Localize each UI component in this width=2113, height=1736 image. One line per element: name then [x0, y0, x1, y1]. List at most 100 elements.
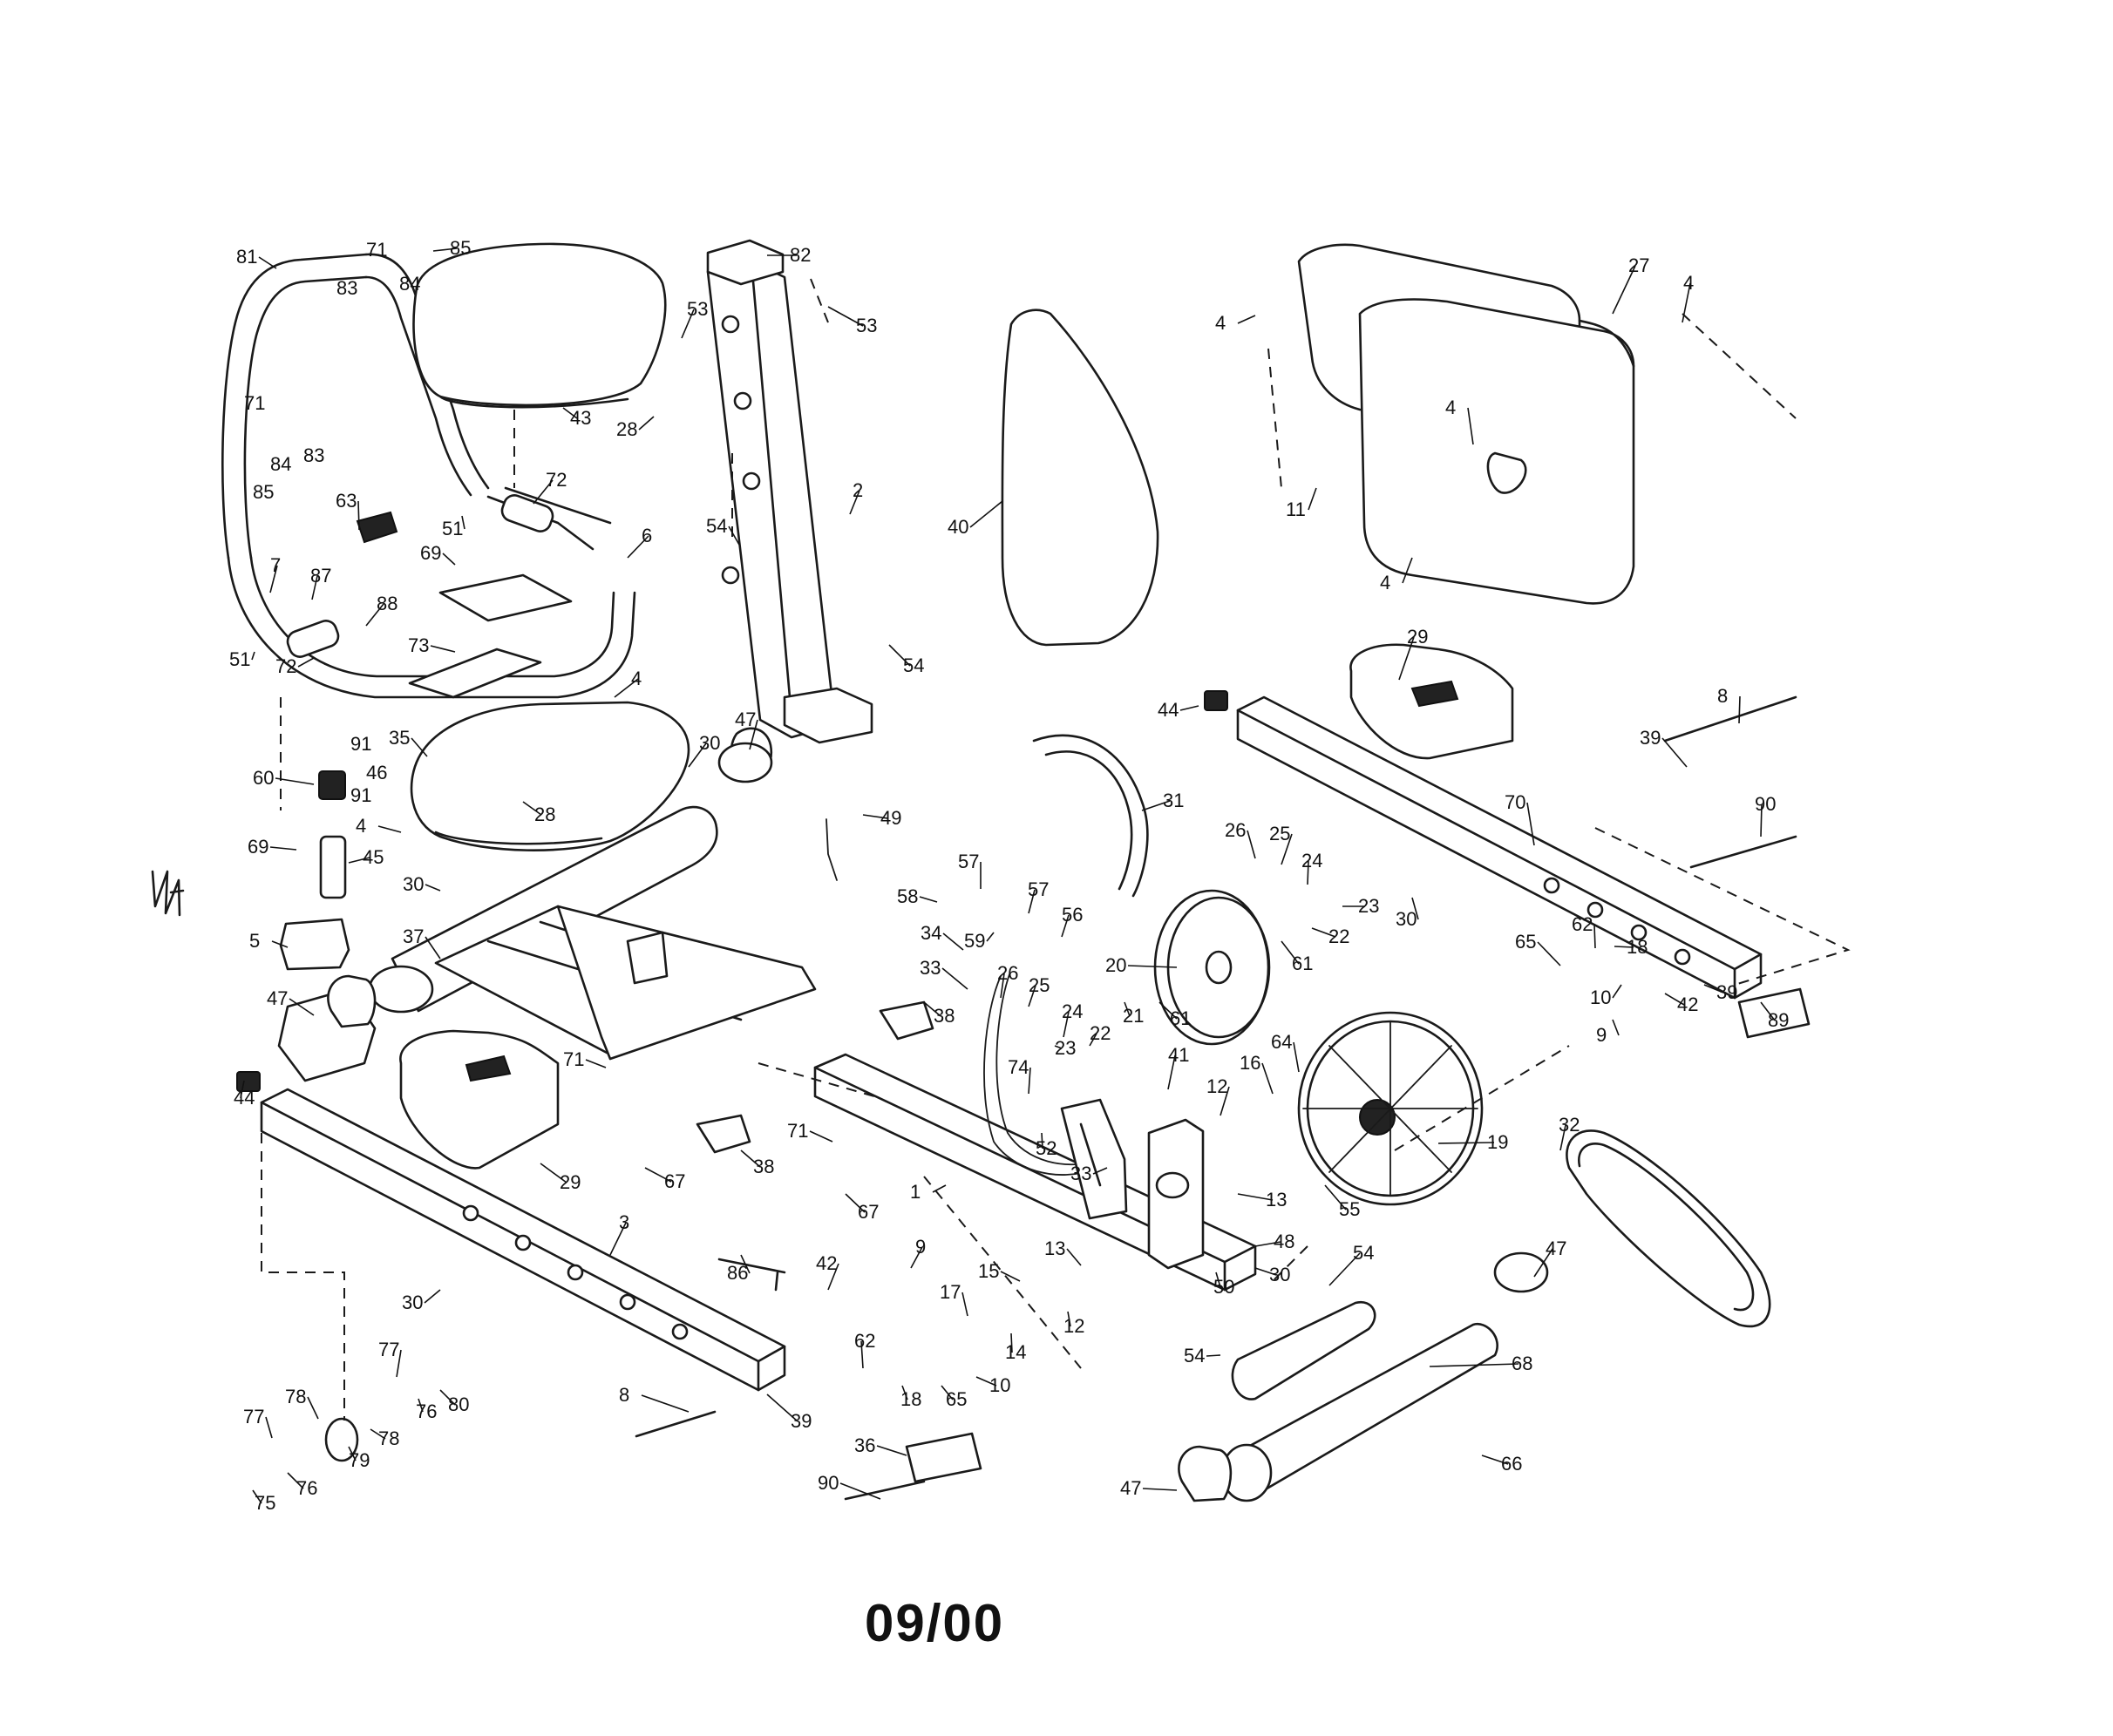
callout-leader-30 — [424, 1289, 441, 1304]
callout-leader-54 — [1328, 1252, 1361, 1286]
brake-strap — [1032, 734, 1149, 898]
part-callout-47: 47 — [1120, 1477, 1141, 1499]
part-callout-25: 25 — [1269, 823, 1290, 844]
part-callout-9: 9 — [1596, 1024, 1607, 1046]
callout-leader-61 — [1281, 940, 1300, 965]
callout-leader-71 — [585, 1059, 607, 1068]
callout-leader-39 — [1661, 737, 1688, 768]
callout-leader-18 — [1614, 946, 1634, 948]
callout-leader-81 — [258, 256, 277, 269]
console-cover — [1297, 243, 1635, 605]
callout-leader-30 — [688, 743, 707, 768]
part-callout-62: 62 — [854, 1330, 875, 1352]
part-callout-78: 78 — [378, 1427, 399, 1449]
callout-leader-60 — [275, 777, 315, 785]
callout-leader-51 — [251, 651, 255, 661]
callout-leader-38 — [923, 1001, 941, 1017]
part-callout-60: 60 — [253, 767, 274, 789]
part-callout-3: 3 — [619, 1211, 629, 1233]
part-callout-4: 4 — [1683, 272, 1694, 294]
callout-leader-65 — [1537, 941, 1561, 966]
part-callout-53: 53 — [687, 298, 708, 320]
callout-leader-10 — [1612, 984, 1622, 999]
callout-leader-44 — [240, 1080, 245, 1099]
callout-leader-4 — [614, 678, 639, 698]
callout-leader-79 — [348, 1446, 357, 1461]
callout-leader-3 — [609, 1222, 627, 1256]
callout-leader-47 — [1142, 1488, 1178, 1491]
callout-leader-53 — [827, 306, 864, 327]
callout-leader-66 — [1481, 1455, 1509, 1465]
part-callout-30: 30 — [402, 1292, 423, 1313]
part-callout-5: 5 — [249, 930, 260, 952]
part-callout-61: 61 — [1170, 1007, 1191, 1029]
part-callout-71: 71 — [366, 239, 387, 261]
callout-leader-72 — [297, 657, 315, 668]
part-callout-12: 12 — [1206, 1075, 1227, 1097]
part-callout-66: 66 — [1501, 1453, 1522, 1475]
part-callout-85: 85 — [253, 481, 274, 503]
part-callout-88: 88 — [377, 593, 397, 614]
part-callout-57: 57 — [1028, 878, 1049, 900]
callout-leader-28 — [522, 801, 542, 816]
part-callout-44: 44 — [1158, 699, 1179, 721]
part-callout-17: 17 — [940, 1281, 961, 1303]
callout-leader-90 — [839, 1482, 881, 1500]
callout-leader-50 — [1215, 1271, 1221, 1288]
callout-leader-8 — [641, 1394, 690, 1413]
part-callout-56: 56 — [1062, 904, 1083, 926]
part-callout-23: 23 — [1358, 895, 1379, 917]
part-callout-57: 57 — [958, 851, 979, 872]
part-callout-4: 4 — [1215, 312, 1226, 334]
part-callout-13: 13 — [1044, 1238, 1065, 1259]
part-callout-72: 72 — [546, 469, 567, 491]
callout-leader-68 — [1429, 1363, 1519, 1367]
part-callout-52: 52 — [1036, 1137, 1056, 1159]
part-callout-18: 18 — [1627, 936, 1648, 958]
part-callout-91: 91 — [350, 784, 371, 806]
part-callout-24: 24 — [1062, 1000, 1083, 1022]
callout-leader-34 — [942, 932, 964, 951]
part-callout-50: 50 — [1213, 1276, 1234, 1298]
part-callout-54: 54 — [1353, 1242, 1374, 1264]
seat-pan — [410, 701, 690, 851]
part-callout-72: 72 — [275, 655, 296, 677]
part-callout-54: 54 — [706, 515, 727, 537]
callout-leader-30 — [425, 884, 441, 892]
hardware — [236, 690, 1811, 1502]
part-callout-15: 15 — [978, 1260, 999, 1282]
callout-leader-74 — [1028, 1067, 1031, 1095]
part-callout-83: 83 — [336, 277, 357, 299]
part-callout-59: 59 — [964, 930, 985, 952]
callout-leader-11 — [1308, 487, 1317, 511]
part-callout-76: 76 — [296, 1477, 317, 1499]
part-callout-10: 10 — [1590, 987, 1611, 1008]
callout-leader-78 — [370, 1428, 386, 1440]
callout-leader-65 — [941, 1385, 954, 1400]
part-callout-67: 67 — [858, 1201, 879, 1223]
part-callout-44: 44 — [234, 1087, 255, 1109]
callout-leader-6 — [627, 535, 649, 559]
part-callout-22: 22 — [1090, 1022, 1111, 1044]
callout-leader-77 — [396, 1349, 402, 1378]
part-callout-47: 47 — [735, 709, 756, 730]
tension-bracket — [1060, 1098, 1128, 1220]
callout-leader-59 — [986, 932, 995, 942]
callout-leader-4 — [1402, 557, 1413, 584]
part-callout-68: 68 — [1512, 1353, 1532, 1374]
callout-leader-15 — [1000, 1271, 1021, 1282]
flywheel-housing — [1147, 1118, 1205, 1270]
part-callout-40: 40 — [948, 516, 968, 538]
part-callout-85: 85 — [450, 237, 471, 259]
callout-leader-70 — [1526, 802, 1535, 846]
callout-leader-78 — [307, 1396, 319, 1420]
part-callout-6: 6 — [642, 525, 652, 546]
callout-leader-17 — [961, 1292, 968, 1317]
callout-leader-25 — [1281, 833, 1293, 865]
callout-leader-76 — [287, 1472, 304, 1489]
part-callout-84: 84 — [270, 453, 291, 475]
callout-leader-23 — [1054, 1045, 1063, 1049]
part-callout-70: 70 — [1505, 791, 1525, 813]
foot-pedal-left — [399, 1029, 560, 1170]
part-callout-34: 34 — [921, 922, 941, 944]
